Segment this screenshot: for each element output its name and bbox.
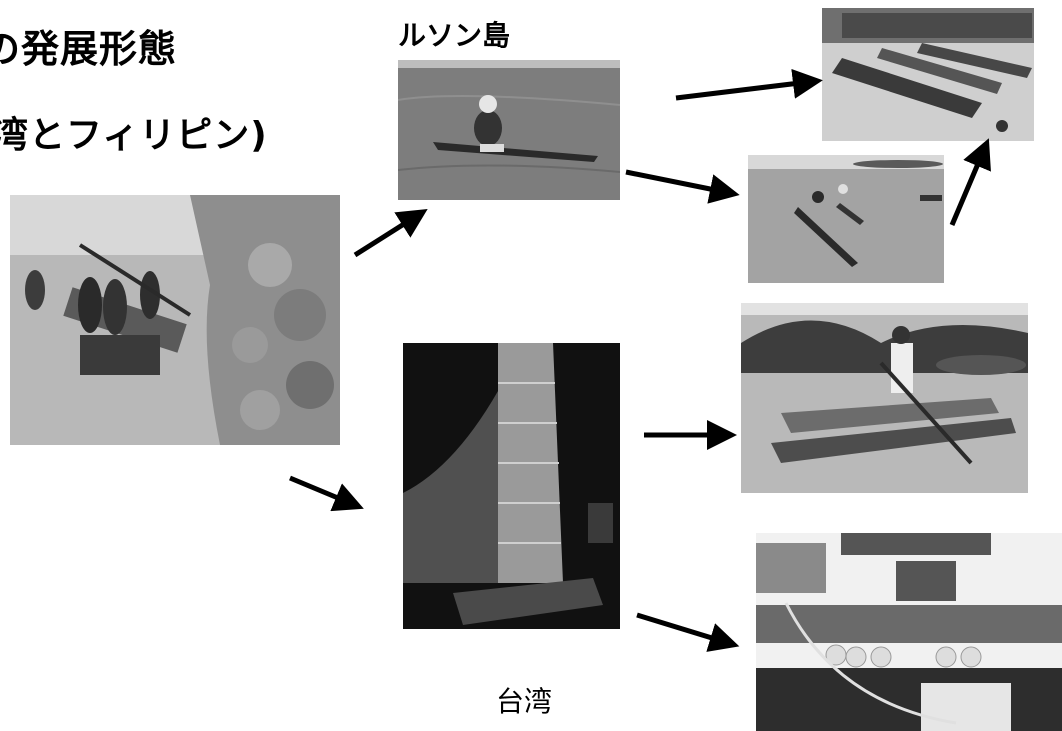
- arrow-luzon-to-beach: [675, 68, 823, 101]
- arrow-taiwan-to-harbor: [636, 612, 740, 652]
- arrow-raft-to-luzon: [353, 208, 428, 258]
- photo-raft-with-oar: [741, 303, 1028, 493]
- photo-bamboo-raft-rivermouth: [10, 195, 340, 445]
- label-luzon: ルソン島: [398, 19, 511, 52]
- label-taiwan: 台湾: [496, 685, 553, 718]
- photo-rafts-on-beach: [822, 8, 1034, 141]
- photo-harbor-boat: [756, 533, 1062, 731]
- photo-sail-raft-museum: [403, 343, 620, 629]
- photo-canoes-on-water: [748, 155, 944, 283]
- title-line-2: 湾とフィリピン): [0, 115, 268, 156]
- arrow-raft-to-taiwan: [289, 475, 364, 512]
- photo-luzon-paddler: [398, 60, 620, 200]
- arrow-luzon-to-canoes: [625, 169, 740, 204]
- arrow-canoes-to-beach: [949, 138, 991, 226]
- title-line-1: の発展形態: [0, 27, 178, 71]
